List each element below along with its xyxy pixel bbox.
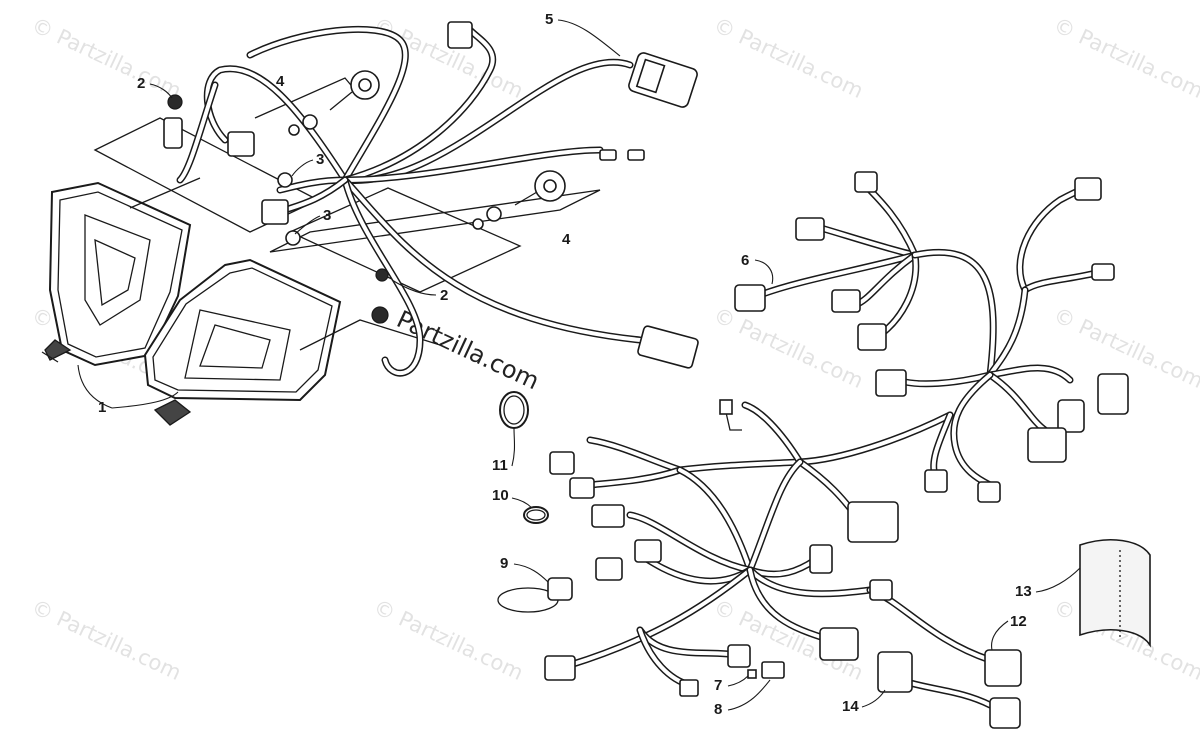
callout-4b: 4 bbox=[562, 231, 571, 248]
adjuster-screw-upper bbox=[288, 70, 380, 136]
watermark: © Partzilla.com bbox=[28, 13, 185, 103]
headlight-right bbox=[143, 258, 342, 426]
clamp-10 bbox=[523, 506, 549, 524]
callout-4a: 4 bbox=[276, 73, 285, 90]
fuse-7 bbox=[747, 669, 757, 679]
cap-9 bbox=[497, 577, 573, 613]
watermark: © Partzilla.com bbox=[710, 303, 867, 393]
callout-5: 5 bbox=[545, 11, 553, 28]
callout-14: 14 bbox=[842, 698, 859, 715]
lower-harness-connectors bbox=[544, 399, 1022, 729]
adjuster-screw-lower bbox=[472, 170, 566, 230]
callouts: 1 2 2 3 3 4 4 5 6 7 8 9 10 11 12 13 14 bbox=[77, 11, 1081, 718]
upper-connectors bbox=[163, 21, 699, 369]
upper-harness bbox=[176, 25, 644, 377]
watermark: © Partzilla.com bbox=[1050, 13, 1200, 103]
callout-1: 1 bbox=[98, 399, 106, 416]
callout-12: 12 bbox=[1010, 613, 1027, 630]
lower-harness bbox=[566, 401, 994, 709]
fuse-holder-8 bbox=[761, 661, 785, 679]
callout-7: 7 bbox=[714, 677, 722, 694]
callout-11: 11 bbox=[492, 457, 508, 474]
watermark: © Partzilla.com bbox=[710, 13, 867, 103]
callout-3b: 3 bbox=[323, 207, 331, 224]
callout-2b: 2 bbox=[440, 287, 448, 304]
relay-14 bbox=[877, 651, 913, 693]
watermark: © Partzilla.com bbox=[370, 595, 527, 685]
harness-6-connectors bbox=[734, 171, 1129, 463]
callout-10: 10 bbox=[492, 487, 509, 504]
callout-13: 13 bbox=[1015, 583, 1032, 600]
callout-3a: 3 bbox=[316, 151, 324, 168]
callout-9: 9 bbox=[500, 555, 508, 572]
sleeve-13 bbox=[1079, 539, 1151, 648]
watermark: © Partzilla.com bbox=[28, 595, 185, 685]
callout-2a: 2 bbox=[137, 75, 145, 92]
headlight-left bbox=[41, 181, 192, 367]
callout-8: 8 bbox=[714, 701, 722, 718]
ring-11 bbox=[499, 391, 529, 429]
callout-6: 6 bbox=[741, 252, 749, 269]
